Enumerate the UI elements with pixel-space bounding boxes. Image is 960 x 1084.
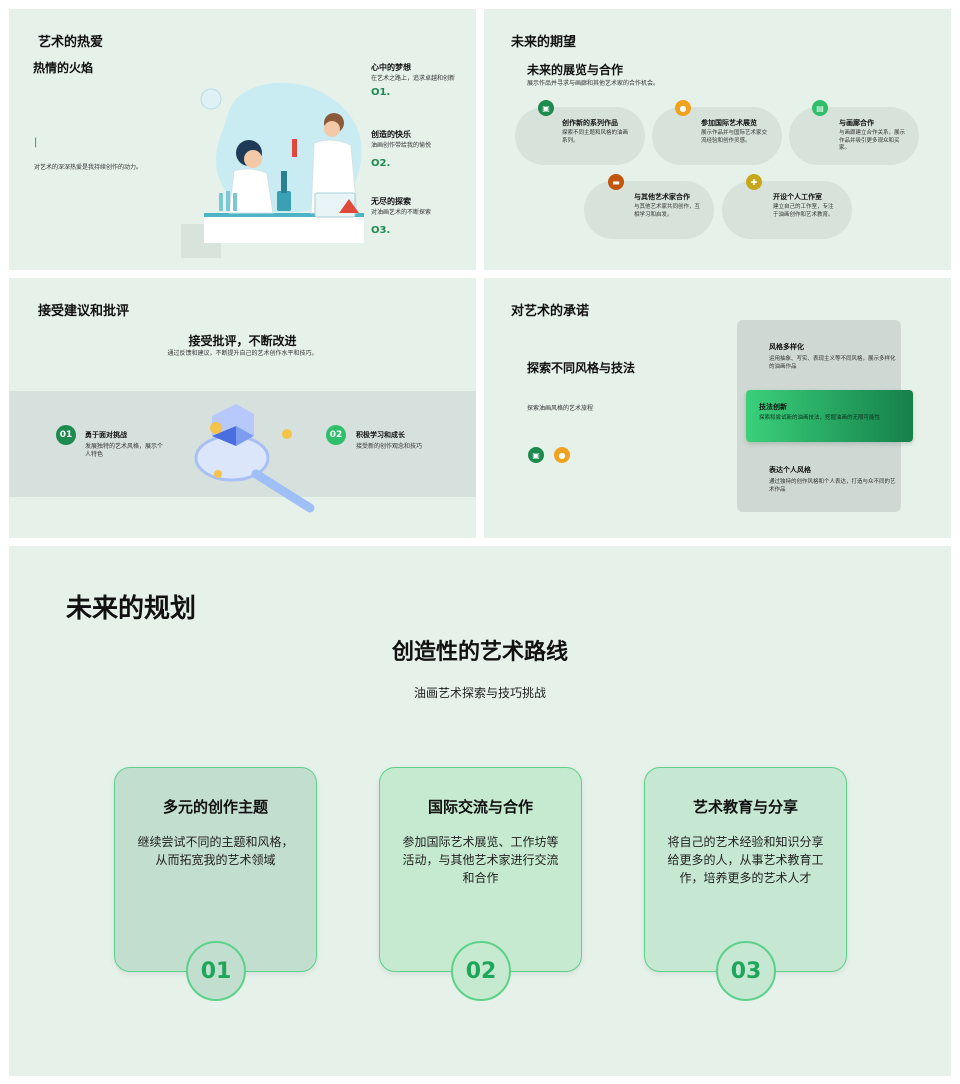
pill-artist-collab (584, 181, 714, 239)
handshake-icon: ▬ (608, 174, 624, 190)
accent-marker: | (34, 137, 38, 148)
globe-icon: ● (675, 100, 691, 116)
slide-description: 油画艺术探索与技巧挑战 (413, 686, 546, 700)
slide-accept-criticism[interactable]: 接受建议和批评 接受批评，不断改进 通过反馈和建议，不断提升自己的艺术创作水平和… (9, 278, 476, 538)
card-text: 将自己的艺术经验和知识分享给更多的人，从事艺术教育工作，培养更多的艺术人才 (667, 835, 824, 885)
slide-art-love[interactable]: 艺术的热爱 热情的火焰 | 对艺术的深深热爱是我持续创作的动力。 心中的梦想 在… (9, 9, 476, 270)
pill-text-4: 与其他艺术家合作 与其他艺术家共同创作，互相学习和启发。 (634, 193, 701, 218)
slide-subtitle: 探索不同风格与技法 (527, 361, 636, 375)
palette-icon: ▣ (538, 100, 554, 116)
card-number-badge: 02 (451, 941, 511, 1001)
item-3: 无尽的探索 对油画艺术的不断探索 O3. (371, 197, 432, 237)
slide-title: 未来的期望 (511, 35, 577, 50)
item-1: 心中的梦想 在艺术之路上，追求卓越和创新 O1. (371, 63, 456, 99)
pill-intl-exhibition (652, 107, 782, 165)
scientists-illustration (200, 82, 364, 243)
slide-description: 探索油画风格的艺术旅程 (527, 405, 594, 412)
slide-title: 对艺术的承诺 (511, 304, 590, 319)
pill-gallery (789, 107, 919, 165)
slide-description: 对艺术的深深热爱是我持续创作的动力。 (34, 164, 143, 171)
pill-text-2: 参加国际艺术展览 展示作品并与国际艺术家交流经验和创作灵感。 (701, 119, 768, 144)
slide-description: 展示作品并寻求与画廊和其他艺术家的合作机会。 (527, 80, 660, 87)
slide-description: 通过反馈和建议，不断提升自己的艺术创作水平和技巧。 (167, 350, 318, 357)
item-2: 创造的快乐 油画创作带给我的愉悦 O2. (371, 130, 432, 170)
pill-new-series (515, 107, 645, 165)
card-title: 多元的创作主题 (162, 798, 268, 816)
pill-text-5: 开设个人工作室 建立自己的工作室，专注于油画创作和艺术教育。 (773, 193, 834, 218)
item-1: 勇于面对挑战 发展独特的艺术风格，展示个人特色 (85, 431, 164, 459)
gear-icon[interactable]: ● (554, 447, 570, 463)
magnifier-illustration (194, 404, 315, 513)
item-technique-innovation[interactable]: 技法创新 探索和尝试新的油画技法，挖掘油画的无限可能性 (746, 390, 913, 442)
pill-text-3: 与画廊合作 与画廊建立合作关系，展示作品并吸引更多观众和买家。 (839, 119, 906, 152)
card-number-badge: 03 (716, 941, 776, 1001)
slide-art-commitment[interactable]: 对艺术的承诺 探索不同风格与技法 探索油画风格的艺术旅程 ▣ ● 风格多样化 运… (484, 278, 951, 538)
slide-subtitle: 热情的火焰 (33, 61, 94, 75)
card-number-badge: 01 (186, 941, 246, 1001)
pill-studio (722, 181, 852, 239)
slide-title: 接受建议和批评 (38, 304, 130, 319)
item-2: 积极学习和成长 接受新的创作观念和技巧 (356, 431, 423, 450)
slide-future-plan[interactable]: 未来的规划 创造性的艺术路线 油画艺术探索与技巧挑战 多元的创作主题 继续尝试不… (9, 546, 951, 1076)
slide-subtitle: 创造性的艺术路线 (391, 640, 568, 665)
image-icon[interactable]: ▣ (528, 447, 544, 463)
plan-card-1[interactable]: 多元的创作主题 继续尝试不同的主题和风格，从而拓宽我的艺术领域 01 (114, 767, 317, 1001)
number-badge: 02 (326, 425, 346, 445)
slide-future-hopes[interactable]: 未来的期望 未来的展览与合作 展示作品并寻求与画廊和其他艺术家的合作机会。 ▣ … (484, 9, 951, 270)
gallery-icon: ▤ (812, 100, 828, 116)
card-text: 参加国际艺术展览、工作坊等活动，与其他艺术家进行交流和合作 (402, 835, 559, 885)
studio-icon: ✚ (746, 174, 762, 190)
slide-subtitle: 未来的展览与合作 (527, 63, 624, 77)
plan-card-3[interactable]: 艺术教育与分享 将自己的艺术经验和知识分享给更多的人，从事艺术教育工作，培养更多… (644, 767, 847, 1001)
slide-title: 艺术的热爱 (38, 35, 104, 50)
number-badge: 01 (56, 425, 76, 445)
item-personal-style: 表达个人风格 通过独特的创作风格和个人表达，打造与众不同的艺术作品 (769, 466, 896, 493)
slide-subtitle: 接受批评，不断改进 (188, 334, 297, 348)
card-title: 艺术教育与分享 (692, 798, 798, 816)
plan-card-2[interactable]: 国际交流与合作 参加国际艺术展览、工作坊等活动，与其他艺术家进行交流和合作 02 (379, 767, 582, 1001)
pill-text-1: 创作新的系列作品 探索不同主题和风格的油画系列。 (562, 119, 629, 144)
slide-title: 未来的规划 (66, 594, 197, 624)
card-text: 继续尝试不同的主题和风格，从而拓宽我的艺术领域 (137, 835, 294, 867)
card-title: 国际交流与合作 (427, 798, 533, 816)
item-style-diversity: 风格多样化 运用抽象、写实、表现主义等不同风格，展示多样化的油画作品 (769, 343, 896, 370)
